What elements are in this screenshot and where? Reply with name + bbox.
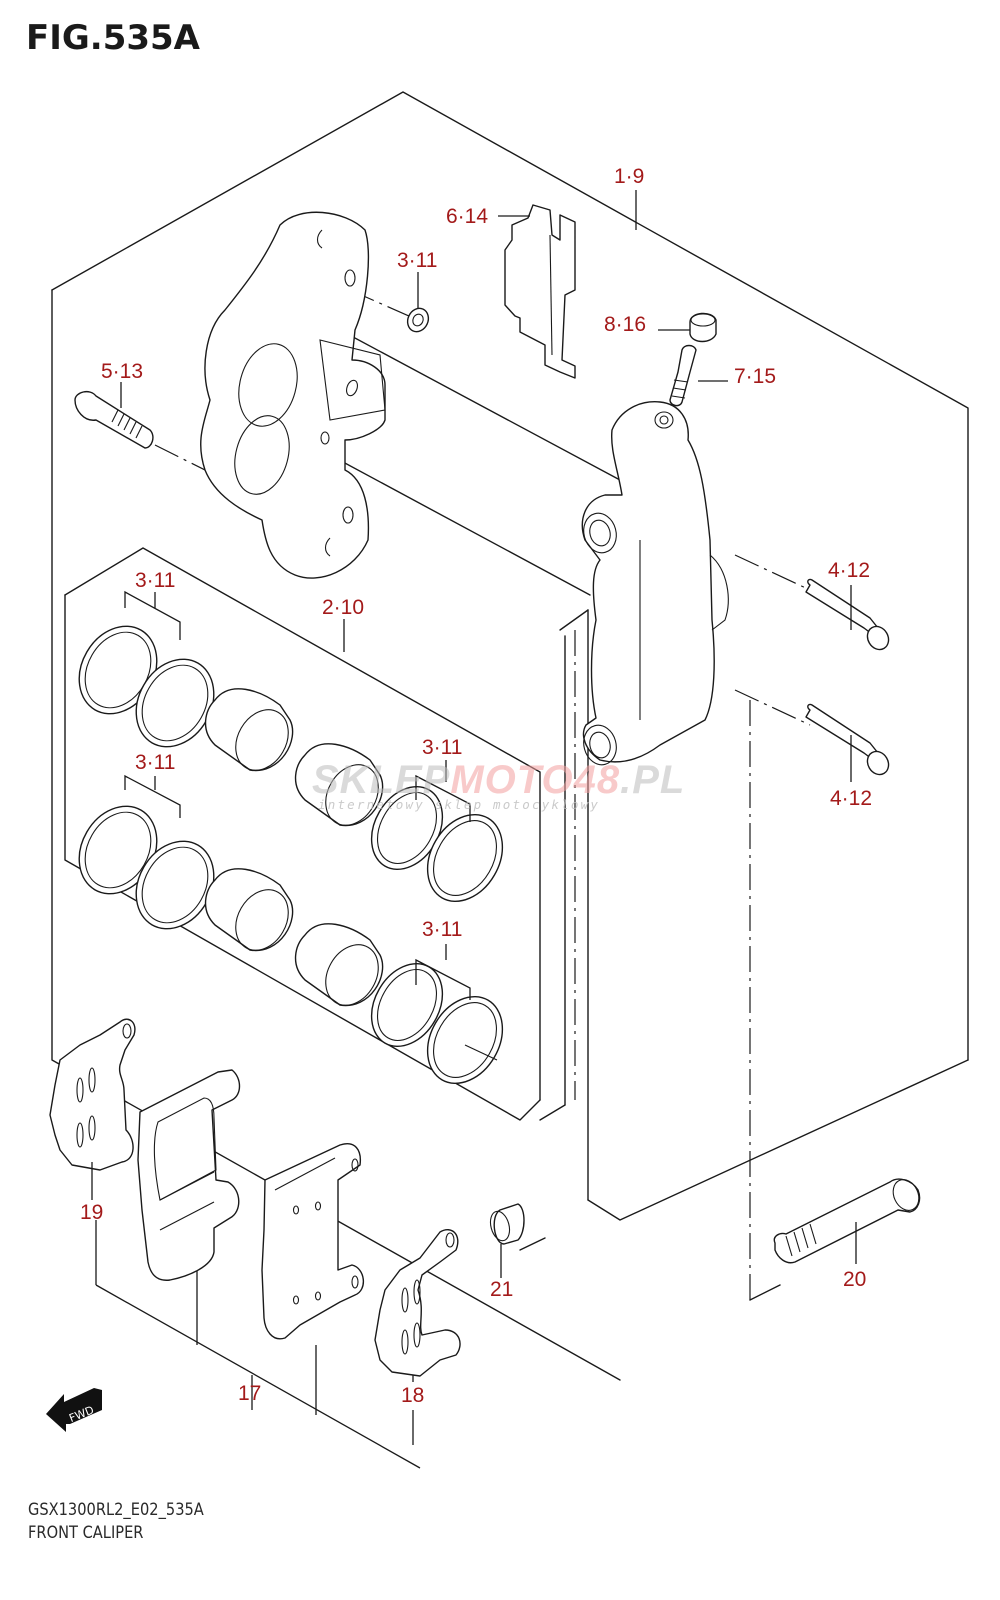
assembly-outline-1-9 <box>51 91 969 1381</box>
callout-6-14[interactable]: 6·14 <box>446 205 489 228</box>
callout-21[interactable]: 21 <box>490 1278 514 1301</box>
seal-ring-2 <box>135 658 215 748</box>
brake-pad-left <box>137 1069 241 1281</box>
callout-3-11-top[interactable]: 3·11 <box>397 249 438 272</box>
pad-shim-right <box>374 1229 461 1377</box>
callout-18[interactable]: 18 <box>401 1384 425 1407</box>
seal-ring-4 <box>426 813 504 903</box>
model-code: GSX1300RL2_E02_535A <box>28 1500 204 1520</box>
callout-20[interactable]: 20 <box>843 1268 867 1291</box>
figure-caption: FRONT CALIPER <box>28 1523 144 1543</box>
caliper-half-inner <box>200 211 386 579</box>
piston-4 <box>294 923 384 1007</box>
pad-spring <box>504 204 576 379</box>
watermark-logo: SKLEPMOTO48.PL <box>312 758 686 802</box>
callout-2-10[interactable]: 2·10 <box>322 596 365 619</box>
seal-ring-1 <box>78 625 158 715</box>
o-ring-small <box>406 307 430 333</box>
watermark-tagline: internetowy sklep motocyklowy <box>318 797 601 812</box>
piston-3 <box>204 868 294 952</box>
leader-lines <box>91 190 857 1445</box>
piston-1 <box>204 688 294 772</box>
seal-ring-6 <box>135 840 215 930</box>
pad-pin-lower <box>805 703 890 776</box>
brake-pad-right <box>261 1143 364 1340</box>
callout-3-11-upper-right[interactable]: 3·11 <box>422 736 463 759</box>
bleeder-cap <box>689 312 717 343</box>
callout-3-11-lower-left[interactable]: 3·11 <box>135 751 176 774</box>
callout-3-11-lower-right[interactable]: 3·11 <box>422 918 463 941</box>
callout-5-13[interactable]: 5·13 <box>101 360 144 383</box>
callout-1-9[interactable]: 1·9 <box>614 165 645 188</box>
pad-set-bracket <box>95 1205 421 1469</box>
callout-19[interactable]: 19 <box>80 1201 104 1224</box>
mounting-bolt-20 <box>773 1178 921 1264</box>
pad-shim-left <box>49 1018 136 1171</box>
piston-2 <box>294 743 384 827</box>
callout-4-12-top[interactable]: 4·12 <box>828 559 871 582</box>
caliper-half-outer <box>581 401 729 766</box>
fwd-arrow-icon: FWD <box>46 1388 102 1432</box>
callout-8-16[interactable]: 8·16 <box>604 313 647 336</box>
pad-pin-upper <box>805 578 890 651</box>
callout-7-15[interactable]: 7·15 <box>734 365 777 388</box>
bleeder-valve <box>669 344 697 407</box>
callout-3-11-upper-left[interactable]: 3·11 <box>135 569 176 592</box>
piston-set-outline-2-10 <box>64 547 566 1121</box>
callout-17[interactable]: 17 <box>238 1382 262 1405</box>
figure-title: FIG.535A <box>26 18 200 58</box>
seal-ring-8 <box>426 995 504 1085</box>
cap-21 <box>489 1203 525 1245</box>
callout-4-12-bottom[interactable]: 4·12 <box>830 787 873 810</box>
caliper-bolt <box>74 390 154 449</box>
